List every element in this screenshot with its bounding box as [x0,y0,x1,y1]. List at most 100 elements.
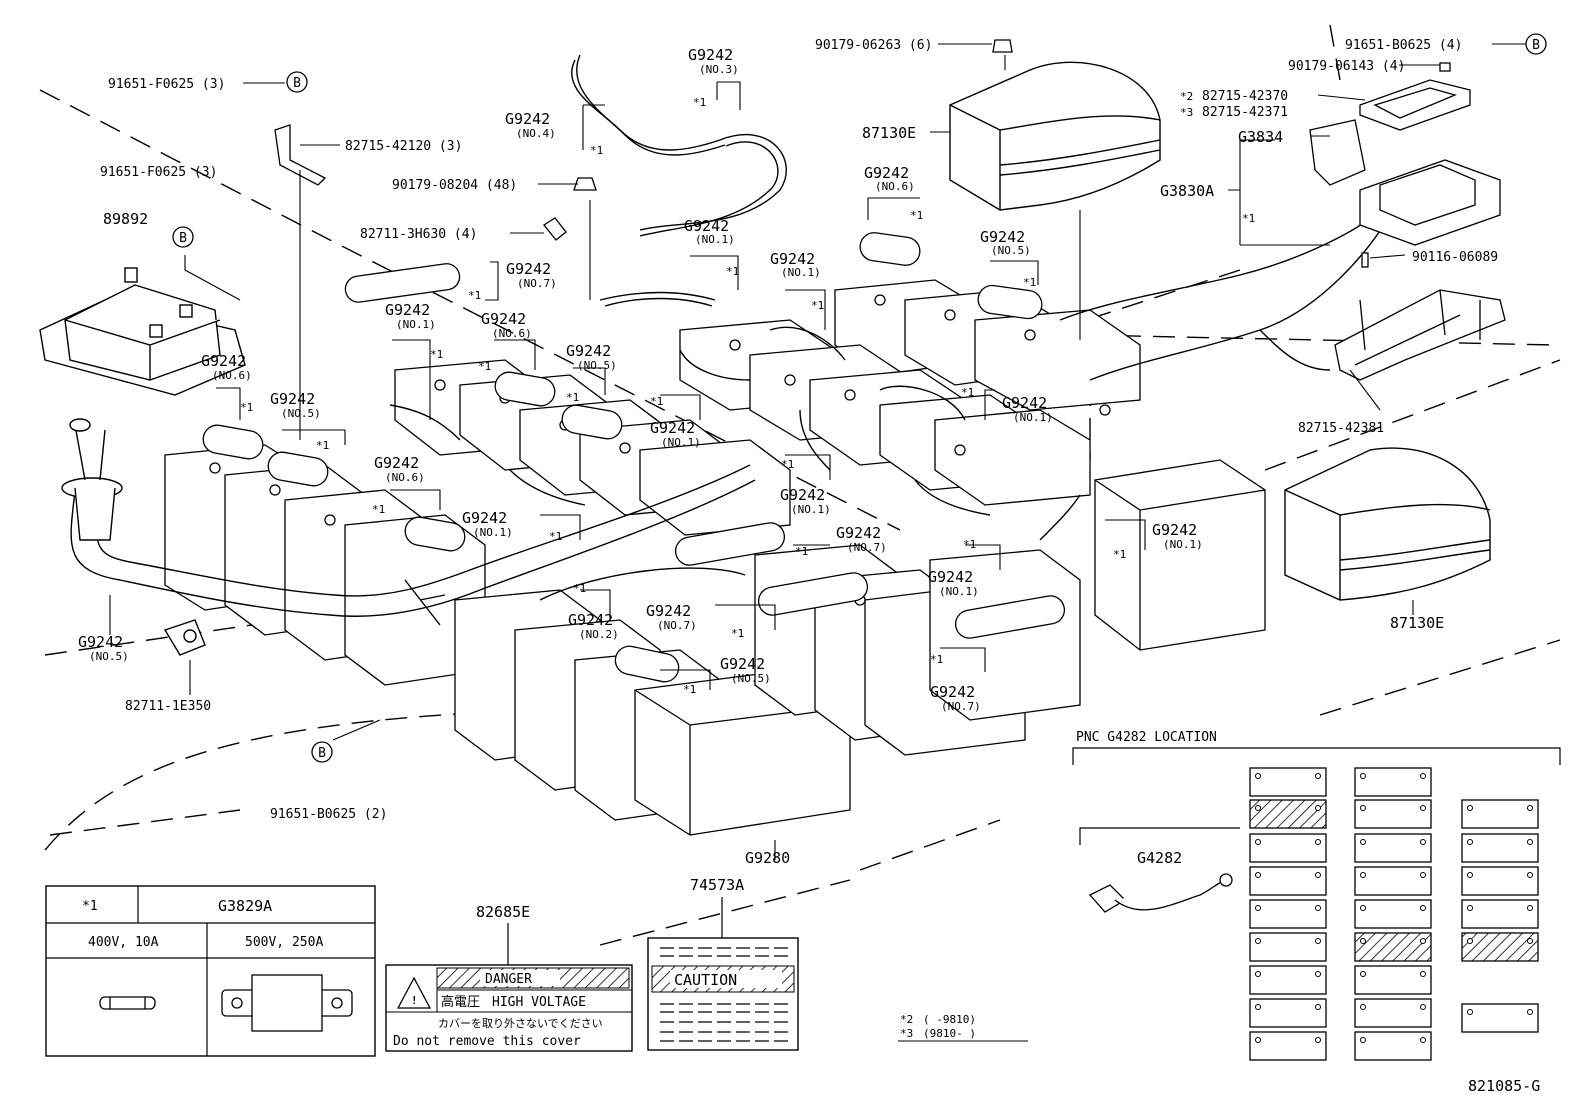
svg-text:*1: *1 [650,395,663,408]
module-cell [1461,833,1539,863]
svg-text:G9242: G9242 [481,310,526,328]
fuse-large-icon [221,974,353,1032]
legend: *2 ( -9810) *3 (9810- ) [898,1013,1028,1042]
cable-callout: G9242(NO.1)*1 [770,250,824,312]
cover-top [949,61,1161,211]
svg-text:*1: *1 [795,545,808,558]
module-hole [1420,971,1426,977]
module-cell [1249,965,1327,995]
cable-callout: G9242(NO.7)*1 [468,260,557,302]
svg-text:(NO.5): (NO.5) [89,650,129,663]
module-hole [1315,938,1321,944]
cable-callout: G9242(NO.7)*1 [930,653,981,713]
module-cell-highlighted [1461,932,1539,962]
svg-text:(NO.7): (NO.7) [847,541,887,554]
callout-82715-42381: 82715-42381 [1298,421,1384,436]
svg-text:G9242: G9242 [505,110,550,128]
cable-callout: G9242(NO.7)*1 [795,524,887,558]
callout-82715-42120: 82715-42120 (3) [345,139,462,154]
danger-jp-cover: カバーを取り外さないでください [438,1017,603,1030]
cable-callout: G9242(NO.5)*1 [683,655,771,696]
svg-text:*1: *1 [963,538,976,551]
fuse-table-col1: 400V, 10A [88,935,159,950]
svg-text:*1: *1 [372,503,385,516]
module-hole [1315,773,1321,779]
cable-callout: G9242(NO.5)*1 [566,342,617,404]
hardware-icons [543,39,1451,268]
svg-text:G9242: G9242 [568,611,613,629]
ecu-unit [39,267,246,396]
svg-text:G9242: G9242 [720,655,765,673]
svg-text:*1: *1 [478,360,491,373]
svg-text:(NO.7): (NO.7) [941,700,981,713]
module-hole [1467,905,1473,911]
leader-lines [109,43,1530,860]
svg-text:(NO.1): (NO.1) [473,526,513,539]
module-cell [1249,998,1327,1028]
callout-91651-b0625-4: 91651-B0625 (4) [1345,38,1462,53]
svg-text:(NO.6): (NO.6) [385,471,425,484]
relay-block [1309,79,1501,246]
module-cell [1249,866,1327,896]
svg-text:G9242: G9242 [506,260,551,278]
battery-modules [164,279,1266,836]
cable-callout: G9242(NO.5)*1 [980,228,1036,289]
svg-text:B: B [1532,38,1540,53]
svg-text:G9242: G9242 [374,454,419,472]
module-hole [1255,839,1261,845]
svg-text:(NO.3): (NO.3) [699,63,739,76]
callout-82711-3h630: 82711-3H630 (4) [360,227,477,242]
cable-callout: G9242(NO.6) *1 [478,310,532,373]
fuse-small-icon [99,996,156,1010]
b-circle: B [172,226,194,248]
star1-g3830a: *1 [1242,212,1255,225]
callout-90179-08204: 90179-08204 (48) [392,178,517,193]
module-cell [1461,799,1539,829]
svg-text:B: B [318,746,326,761]
module-hole [1420,1037,1426,1043]
callout-82685e: 82685E [476,903,530,921]
module-cell [1249,932,1327,962]
fuse-table: *1 G3829A 400V, 10A 500V, 250A [45,885,376,1057]
svg-text:(NO.1): (NO.1) [396,318,436,331]
cable-callout: G9242(NO.4)*1 [505,110,603,157]
svg-text:(NO.5): (NO.5) [577,359,617,372]
module-hole [1315,1037,1321,1043]
cable-callout: G9242(NO.1)*1 [961,386,1053,424]
danger-do-not-remove: Do not remove this cover [393,1034,581,1049]
cable-callout: G9242(NO.1)*1 [780,458,831,516]
svg-text:*1: *1 [781,458,794,471]
cable-callout: G9242(NO.2)*1 [568,582,619,641]
module-hole [1315,1004,1321,1010]
svg-text:G9242: G9242 [1152,521,1197,539]
module-hole [1467,938,1473,944]
callout-90179-06263: 90179-06263 (6) [815,38,932,53]
module-hole [1315,805,1321,811]
svg-text:G9242: G9242 [78,633,123,651]
module-hole [1255,938,1261,944]
svg-text:(NO.1): (NO.1) [1013,411,1053,424]
svg-text:(NO.1): (NO.1) [781,266,821,279]
b-circles: B B B B [172,33,1547,763]
legend-star2-value: ( -9810) [923,1013,976,1026]
pnc-location: PNC G4282 LOCATION G4282 [1072,730,1561,913]
cover-right [1284,447,1491,601]
caution-text: CAUTION [674,971,737,989]
svg-text:(NO.4): (NO.4) [516,127,556,140]
svg-text:*1: *1 [693,96,706,109]
svg-text:*1: *1 [930,653,943,666]
svg-text:(NO.6): (NO.6) [492,327,532,340]
svg-text:*1: *1 [240,401,253,414]
svg-text:G9242: G9242 [1002,394,1047,412]
bracket-lower-right [1334,289,1506,381]
star3-mark: *3 [1180,106,1193,119]
danger-text: DANGER [485,972,532,987]
module-hole [1527,805,1533,811]
module-cell-highlighted [1249,799,1327,829]
svg-text:G9242: G9242 [770,250,815,268]
svg-text:*1: *1 [316,439,329,452]
cable-callout: G9242(NO.1)*1 [1113,521,1203,561]
module-hole [1420,938,1426,944]
svg-text:*1: *1 [468,289,481,302]
module-hole [1420,773,1426,779]
